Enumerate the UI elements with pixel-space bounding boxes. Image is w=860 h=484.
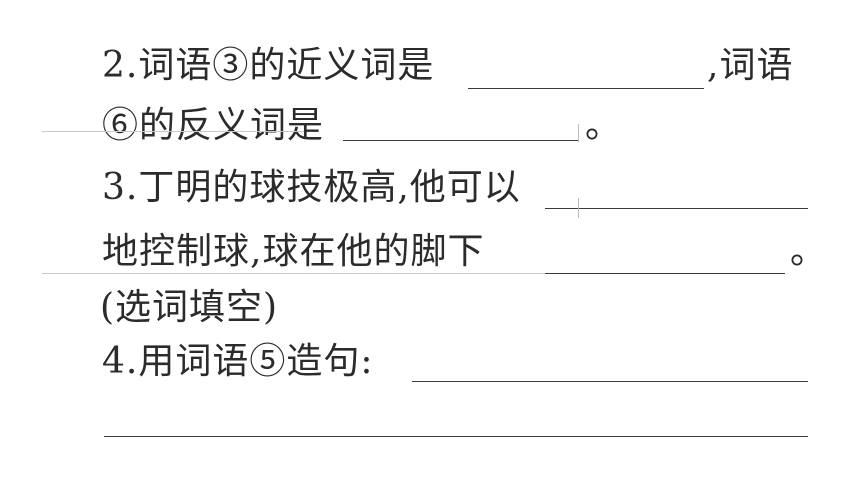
scan-artifact-tick bbox=[578, 198, 579, 218]
scan-artifact-line bbox=[42, 273, 545, 274]
q4-sentence-blank-1[interactable] bbox=[412, 381, 808, 382]
q2-line1-suffix: ,词语 bbox=[707, 45, 794, 86]
q3-line1-prefix: 3.丁明的球技极高,他可以 bbox=[102, 167, 521, 208]
q3-line2-prefix: 地控制球,球在他的脚下 bbox=[102, 231, 485, 272]
scan-artifact-tick bbox=[578, 124, 579, 142]
q3-instruction: (选词填空) bbox=[100, 287, 279, 328]
q3-line2-suffix: 。 bbox=[790, 231, 828, 272]
q4-line1-prefix: 4.用词语⑤造句: bbox=[102, 341, 374, 382]
q2-antonym-blank[interactable] bbox=[343, 140, 579, 141]
q3-blank-2[interactable] bbox=[545, 273, 785, 274]
q2-synonym-blank[interactable] bbox=[468, 88, 704, 89]
q4-sentence-blank-2[interactable] bbox=[104, 436, 808, 437]
scan-artifact-line bbox=[42, 131, 304, 132]
q2-line2-prefix: ⑥的反义词是 bbox=[102, 105, 325, 146]
q3-blank-1[interactable] bbox=[545, 208, 808, 209]
q2-line1-prefix: 2.词语③的近义词是 bbox=[102, 45, 435, 86]
q2-line2-suffix: 。 bbox=[585, 105, 623, 146]
